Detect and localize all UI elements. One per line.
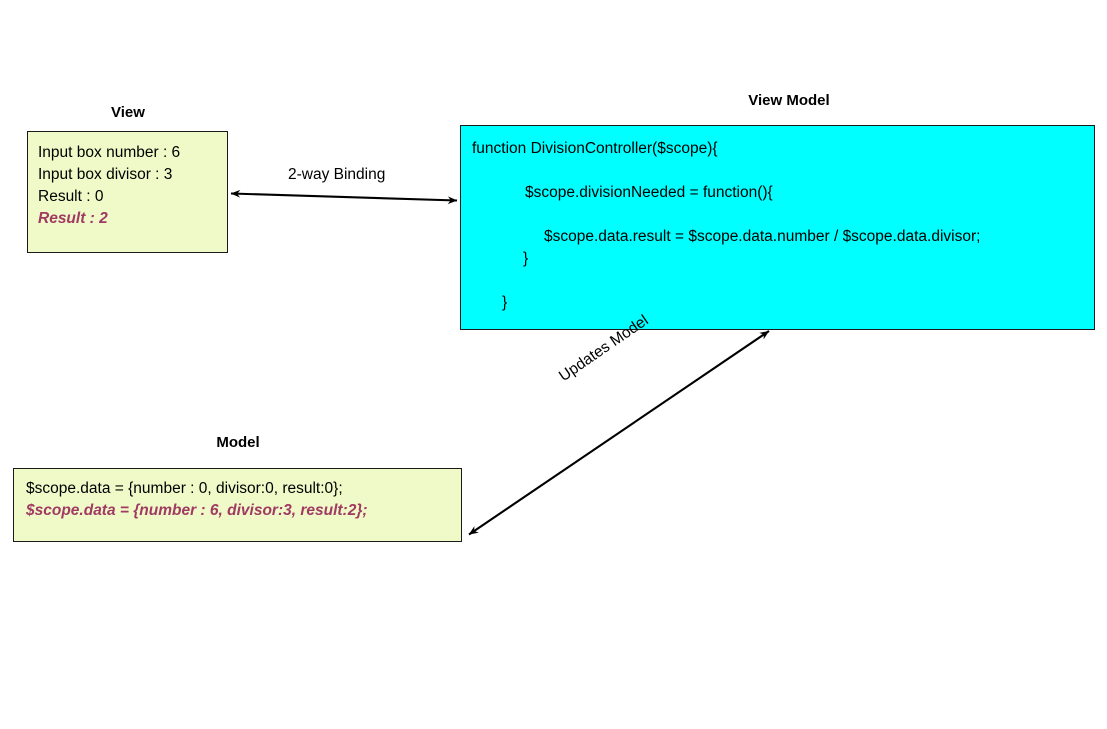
view-box: Input box number : 6 Input box divisor :… <box>27 131 228 253</box>
updates-model-arrow <box>468 330 770 536</box>
view-line-input-number: Input box number : 6 <box>38 144 181 161</box>
vm-code-blank-1 <box>472 160 1094 182</box>
view-model-box: function DivisionController($scope){ $sc… <box>460 125 1095 330</box>
vm-code-division-needed: $scope.divisionNeeded = function(){ <box>525 184 773 201</box>
vm-code-blank-3 <box>472 270 1094 292</box>
vm-code-close-outer: } <box>502 294 508 311</box>
model-line-initial-data: $scope.data = {number : 0, divisor:0, re… <box>26 480 343 497</box>
model-box: $scope.data = {number : 0, divisor:0, re… <box>13 468 462 542</box>
view-line-result-initial: Result : 0 <box>38 188 104 205</box>
model-line-updated-data: $scope.data = {number : 6, divisor:3, re… <box>26 502 368 519</box>
two-way-binding-arrow <box>230 189 458 205</box>
model-box-title: Model <box>216 434 260 451</box>
vm-code-close-inner: } <box>523 250 529 267</box>
view-model-box-title: View Model <box>748 92 830 109</box>
vm-code-result-assignment: $scope.data.result = $scope.data.number … <box>544 228 981 245</box>
view-line-result-updated: Result : 2 <box>38 210 108 227</box>
vm-code-blank-2 <box>472 204 1094 226</box>
two-way-binding-label: 2-way Binding <box>288 166 386 183</box>
view-line-input-divisor: Input box divisor : 3 <box>38 166 173 183</box>
vm-code-function-declaration: function DivisionController($scope){ <box>472 140 718 157</box>
view-box-title: View <box>111 104 145 121</box>
